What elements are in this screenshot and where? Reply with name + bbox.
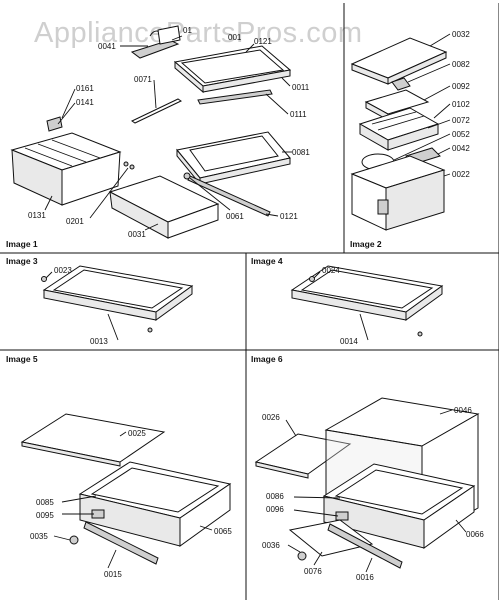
panel-title-2: Image 2 bbox=[350, 239, 382, 249]
screw-0061 bbox=[183, 172, 191, 180]
label-0102: 0102 bbox=[452, 100, 470, 109]
label-0013: 0013 bbox=[90, 337, 108, 346]
label-0121-bottom: 0121 bbox=[280, 212, 298, 221]
label-0023: 0023 bbox=[54, 266, 72, 275]
label-0031: 0031 bbox=[128, 230, 146, 239]
image-4-leaders bbox=[313, 271, 369, 341]
image-3-leaders bbox=[45, 271, 119, 341]
label-0092: 0092 bbox=[452, 82, 470, 91]
image-1-drawing bbox=[10, 25, 292, 239]
label-0035: 0035 bbox=[30, 532, 48, 541]
image-5-drawing bbox=[20, 413, 232, 565]
label-0072: 0072 bbox=[452, 116, 470, 125]
panel-title-3: Image 3 bbox=[6, 256, 38, 266]
panel-title-5: Image 5 bbox=[6, 354, 38, 364]
image-6-drawing bbox=[254, 397, 480, 569]
image-3-labels: 0023 0013 bbox=[54, 266, 108, 346]
image-6-labels: 0026 0046 0086 0096 0036 0076 0066 0016 bbox=[262, 406, 484, 582]
glass-0025 bbox=[20, 413, 166, 463]
label-0014: 0014 bbox=[340, 337, 358, 346]
label-0024: 0024 bbox=[322, 266, 340, 275]
label-0022: 0022 bbox=[452, 170, 470, 179]
rail-0016 bbox=[327, 523, 403, 569]
part-0036 bbox=[297, 551, 307, 561]
label-0011: 0011 bbox=[292, 83, 310, 92]
label-0025: 0025 bbox=[128, 429, 146, 438]
label-0052: 0052 bbox=[452, 130, 470, 139]
label-0121-top: 0121 bbox=[254, 37, 272, 46]
image-6-leaders bbox=[285, 409, 467, 573]
label-01: 01 bbox=[183, 26, 192, 35]
label-0071: 0071 bbox=[134, 75, 152, 84]
image-2-leaders bbox=[393, 33, 451, 177]
image-5-leaders bbox=[53, 431, 213, 569]
image-4-drawing bbox=[290, 265, 444, 337]
bracket-0041 bbox=[130, 39, 180, 59]
panel-grid bbox=[0, 3, 499, 600]
label-0111: 0111 bbox=[290, 110, 307, 119]
screw-0023 bbox=[41, 276, 47, 282]
label-0036: 0036 bbox=[262, 541, 280, 550]
label-0086: 0086 bbox=[266, 492, 284, 501]
image-2-labels: 0032 0082 0092 0102 0072 0052 0042 0022 bbox=[452, 30, 470, 179]
rod-0071 bbox=[130, 98, 183, 124]
label-0026: 0026 bbox=[262, 413, 280, 422]
label-0041: 0041 bbox=[98, 42, 116, 51]
panel-title-1: Image 1 bbox=[6, 239, 38, 249]
image-3-drawing bbox=[41, 265, 194, 333]
image-2-drawing bbox=[350, 37, 448, 231]
image-1-labels: 0041 01 001 0121 0011 0071 0161 0141 011… bbox=[28, 26, 310, 239]
label-0076: 0076 bbox=[304, 567, 322, 576]
label-0082: 0082 bbox=[452, 60, 470, 69]
label-0085: 0085 bbox=[36, 498, 54, 507]
label-0161: 0161 bbox=[76, 84, 94, 93]
label-0066: 0066 bbox=[466, 530, 484, 539]
label-0081: 0081 bbox=[292, 148, 310, 157]
label-0042: 0042 bbox=[452, 144, 470, 153]
label-0065: 0065 bbox=[214, 527, 232, 536]
rail-0015 bbox=[83, 521, 159, 565]
retainer-0141 bbox=[46, 116, 63, 132]
label-0061: 0061 bbox=[226, 212, 244, 221]
label-0015: 0015 bbox=[104, 570, 122, 579]
label-0141: 0141 bbox=[76, 98, 94, 107]
image-1-leaders bbox=[44, 35, 292, 231]
watermark: AppliancePartsPros.com bbox=[34, 17, 363, 49]
image-5-labels: 0025 0085 0095 0035 0065 0015 bbox=[30, 429, 232, 579]
panel-title-6: Image 6 bbox=[251, 354, 283, 364]
image-4-labels: 0024 0014 bbox=[322, 266, 358, 346]
panel-title-4: Image 4 bbox=[251, 256, 283, 266]
cover-0076 bbox=[288, 519, 374, 557]
label-0201: 0201 bbox=[66, 217, 84, 226]
part-0082 bbox=[391, 77, 411, 91]
part-0035 bbox=[69, 535, 79, 545]
label-0016: 0016 bbox=[356, 573, 374, 582]
label-001: 001 bbox=[228, 33, 242, 42]
label-0032: 0032 bbox=[452, 30, 470, 39]
trim-0111 bbox=[197, 89, 273, 105]
screw-0024 bbox=[309, 276, 315, 282]
label-0046: 0046 bbox=[454, 406, 472, 415]
label-0095: 0095 bbox=[36, 511, 54, 520]
label-0096: 0096 bbox=[266, 505, 284, 514]
label-0131: 0131 bbox=[28, 211, 46, 220]
